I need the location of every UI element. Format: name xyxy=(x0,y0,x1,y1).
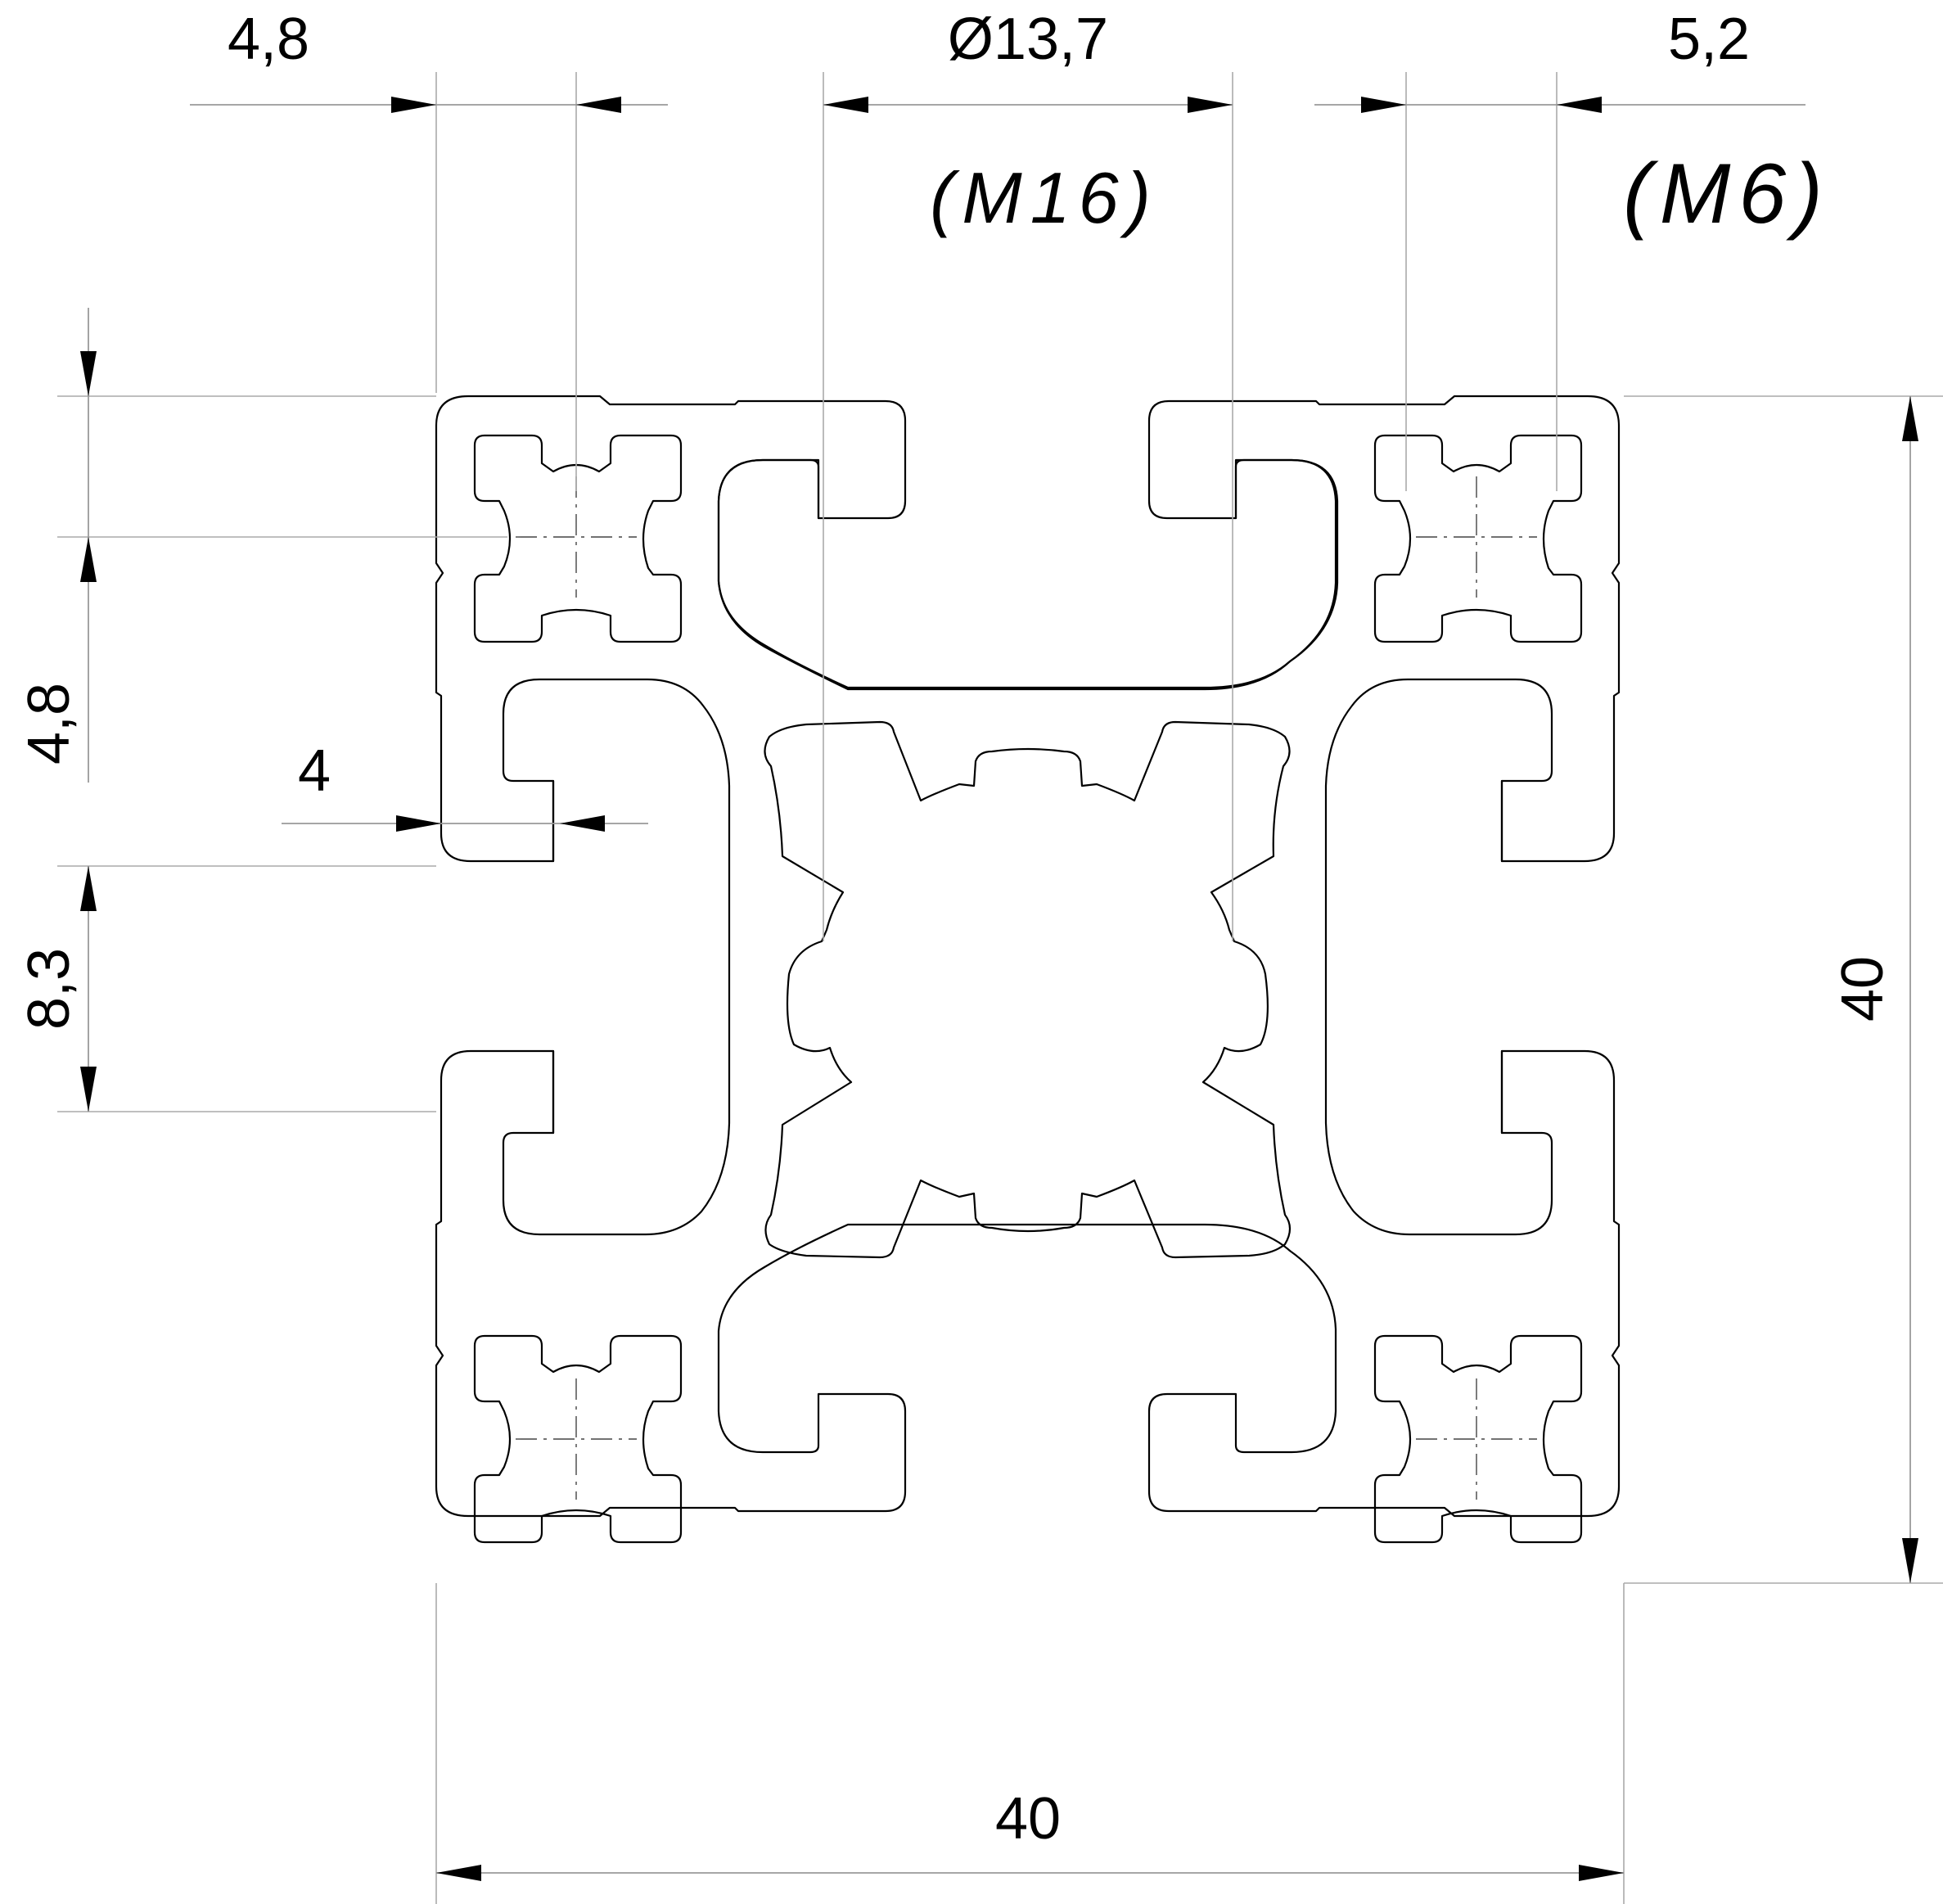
dim-left-upper-height: 4,8 xyxy=(16,683,82,765)
dim-overall-height: 40 xyxy=(1830,956,1896,1022)
profile-outline xyxy=(435,395,1621,1544)
dimension-lines xyxy=(80,97,1918,1881)
note-center-thread: (M16) xyxy=(930,157,1159,238)
extension-lines xyxy=(57,72,1943,1904)
dim-slot-opening: 8,3 xyxy=(16,948,82,1030)
dim-bore-diameter: Ø13,7 xyxy=(948,7,1108,72)
dim-top-right-width: 5,2 xyxy=(1668,7,1750,72)
dim-top-left-width: 4,8 xyxy=(228,7,309,72)
dim-overall-width: 40 xyxy=(995,1786,1061,1852)
note-corner-thread: (M6) xyxy=(1623,147,1831,241)
dim-slot-wall: 4 xyxy=(298,738,331,804)
